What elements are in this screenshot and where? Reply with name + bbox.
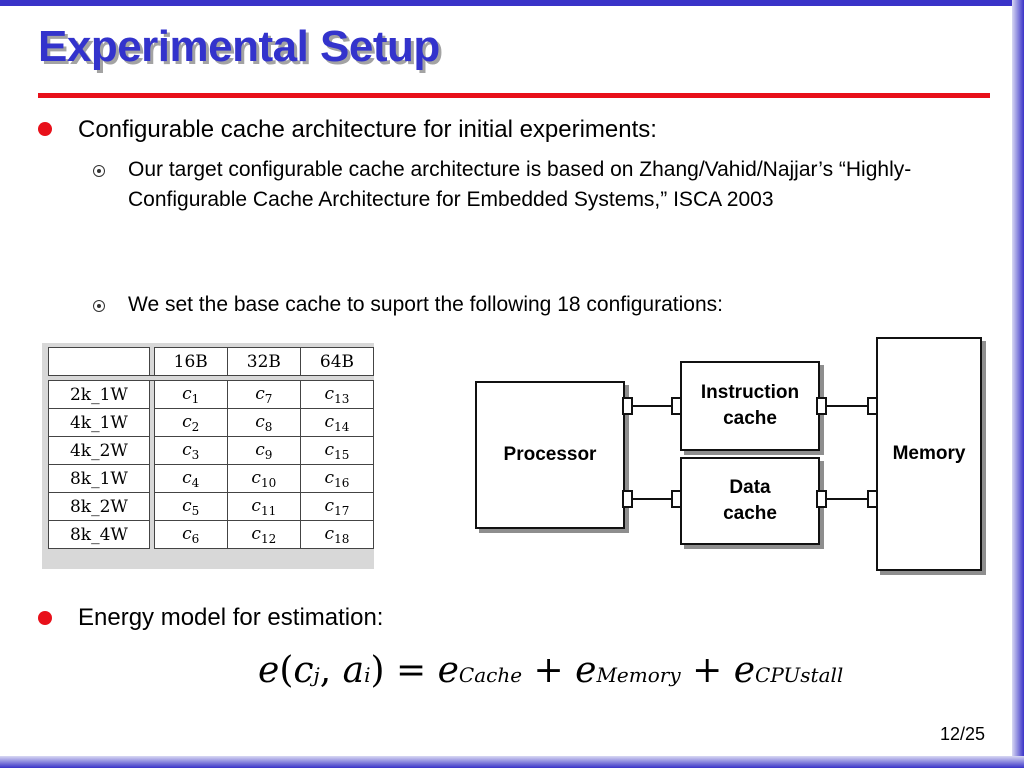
row-label: 8k_2W [48, 492, 150, 521]
table-header-row: 16B 32B 64B [48, 347, 375, 376]
equation-config-symbol: c [293, 650, 314, 691]
config-cell: c18 [299, 520, 375, 549]
memory-block: Memory [876, 337, 982, 571]
sub-bullet-icon [93, 165, 105, 177]
config-cell: c6 [153, 520, 228, 549]
column-header-16b: 16B [153, 347, 228, 376]
processor-port-bottom [622, 490, 633, 508]
equation-term-e: e [437, 650, 459, 691]
top-border [0, 0, 1024, 6]
title-underline [38, 93, 990, 98]
config-cell: c13 [299, 380, 375, 409]
equation-cache-subscript: Cache [458, 663, 523, 687]
instruction-cache-label-line1: Instruction [700, 382, 800, 403]
equation-memory-subscript: Memory [596, 663, 681, 687]
row-label: 2k_1W [48, 380, 150, 409]
table-corner-cell [48, 347, 150, 376]
icache-port-left [671, 397, 682, 415]
sub-bullet-configurations: We set the base cache to suport the foll… [128, 293, 723, 316]
memory-port-top [867, 397, 878, 415]
bullet-cache-architecture: Configurable cache architecture for init… [78, 116, 657, 143]
processor-port-top [622, 397, 633, 415]
config-cell: c5 [153, 492, 228, 521]
config-cell: c12 [226, 520, 301, 549]
config-cell: c7 [226, 380, 301, 409]
sub-bullet-target-architecture: Our target configurable cache architectu… [128, 158, 912, 211]
column-header-32b: 32B [226, 347, 301, 376]
row-label: 4k_2W [48, 436, 150, 465]
bottom-border [0, 756, 1024, 768]
config-cell: c8 [226, 408, 301, 437]
slide-title: Experimental Setup [38, 22, 440, 71]
config-cell: c10 [226, 464, 301, 493]
bullet-dot-icon [38, 611, 52, 625]
memory-port-bottom [867, 490, 878, 508]
equation-app-subscript: i [364, 663, 371, 687]
instruction-cache-label-line2: cache [723, 408, 777, 429]
energy-equation: e(cj, ai) = eCache + eMemory + eCPUstall [258, 650, 844, 691]
data-cache-label-line2: cache [723, 503, 777, 524]
column-header-64b: 64B [299, 347, 375, 376]
sub-bullet-icon [93, 300, 105, 312]
row-label: 8k_4W [48, 520, 150, 549]
config-cell: c2 [153, 408, 228, 437]
dcache-port-left [671, 490, 682, 508]
config-cell: c1 [153, 380, 228, 409]
config-cell: c14 [299, 408, 375, 437]
config-cell: c3 [153, 436, 228, 465]
data-cache-label-line1: Data [729, 477, 771, 498]
data-cache-block: Data cache [680, 457, 820, 545]
config-cell: c16 [299, 464, 375, 493]
row-label: 4k_1W [48, 408, 150, 437]
icache-port-right [816, 397, 827, 415]
equation-app-symbol: a [342, 650, 365, 691]
right-border [1012, 0, 1024, 768]
equation-config-subscript: j [313, 663, 320, 687]
processor-block: Processor [475, 381, 625, 529]
config-cell: c11 [226, 492, 301, 521]
config-cell: c17 [299, 492, 375, 521]
dcache-port-right [816, 490, 827, 508]
page-number: 12/25 [940, 724, 986, 744]
bullet-energy-model: Energy model for estimation: [78, 604, 384, 631]
config-cell: c4 [153, 464, 228, 493]
equation-cpustall-subscript: CPUstall [755, 663, 844, 687]
equation-energy-symbol: e [258, 650, 280, 691]
config-cell: c9 [226, 436, 301, 465]
instruction-cache-block: Instruction cache [680, 361, 820, 451]
equation-term-e: e [733, 650, 756, 691]
equation-term-e: e [575, 650, 597, 691]
bullet-dot-icon [38, 122, 52, 136]
